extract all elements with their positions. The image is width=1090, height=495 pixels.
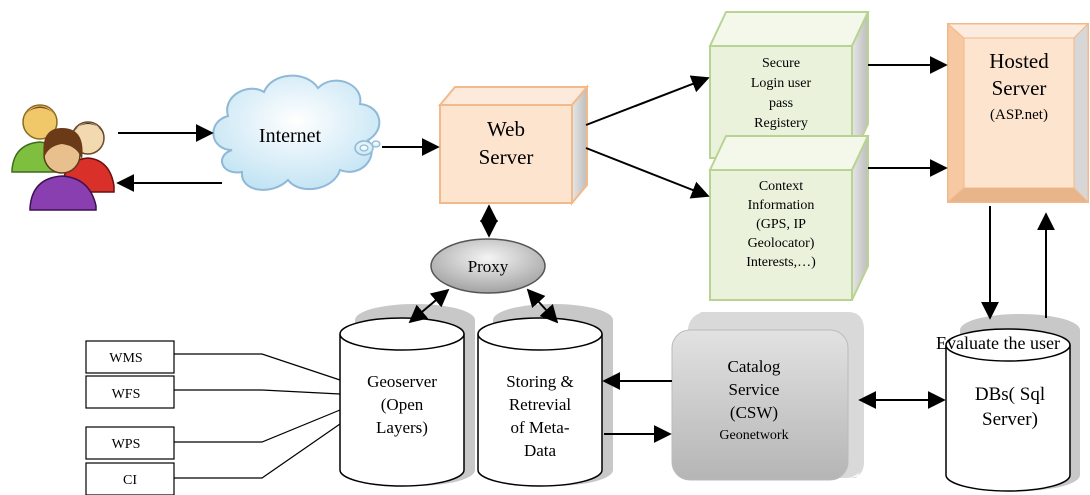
evaluate-user-label: Evaluate the user	[936, 333, 1060, 353]
proxy-node	[430, 238, 546, 294]
geoserver-line-1: Geoserver	[367, 372, 437, 391]
catalog-service-box	[671, 312, 864, 481]
web-server-label-2: Server	[479, 145, 534, 169]
secure-login-line-4: Registery	[754, 116, 808, 131]
storing-line-2: Retrevial	[509, 395, 572, 414]
catalog-line-4: Geonetwork	[719, 428, 788, 443]
storing-line-1: Storing &	[506, 372, 574, 391]
arrow-webserver-login	[585, 75, 710, 126]
geoserver-cylinder	[339, 304, 475, 487]
cloud-icon	[212, 74, 381, 191]
arrow-proxy-storing	[526, 288, 559, 324]
internet-label: Internet	[259, 125, 322, 147]
dbs-line-1: DBs( Sql	[975, 384, 1045, 405]
users-group-icon	[11, 104, 115, 211]
secure-login-line-1: Secure	[762, 56, 800, 71]
service-ci: CI	[123, 473, 137, 488]
storing-line-3: of Meta-	[510, 418, 569, 437]
web-server-label-1: Web	[487, 117, 525, 141]
dbs-cylinder	[945, 314, 1080, 492]
proxy-label: Proxy	[468, 257, 509, 276]
catalog-line-2: Service	[729, 380, 780, 399]
context-line-5: Interests,…)	[746, 255, 816, 270]
secure-login-line-2: Login user	[751, 76, 812, 91]
arrow-proxy-geoserver	[408, 288, 450, 324]
hosted-line-1: Hosted	[989, 49, 1049, 73]
context-line-1: Context	[759, 179, 803, 194]
hosted-server-box	[946, 22, 1090, 204]
storing-line-4: Data	[524, 441, 557, 460]
service-boxes	[85, 340, 175, 495]
service-wps: WPS	[112, 437, 141, 452]
hosted-line-2: Server	[992, 76, 1047, 100]
arrow-webserver-context	[585, 147, 710, 199]
secure-login-line-3: pass	[769, 96, 793, 111]
service-wfs: WFS	[112, 387, 141, 402]
context-line-4: Geolocator)	[748, 236, 815, 251]
geoserver-line-2: (Open	[381, 395, 424, 414]
geoserver-line-3: Layers)	[376, 418, 428, 437]
dbs-line-2: Server)	[982, 409, 1038, 430]
context-line-2: Information	[748, 198, 815, 213]
service-wms: WMS	[109, 351, 142, 366]
service-connector-lines	[174, 353, 341, 479]
context-info-box	[708, 135, 870, 301]
connectors	[116, 56, 1055, 443]
context-line-3: (GPS, IP	[756, 217, 806, 232]
web-server-box	[437, 84, 590, 206]
hosted-line-3: (ASP.net)	[990, 107, 1048, 123]
storing-cylinder	[477, 304, 613, 487]
catalog-line-3: (CSW)	[730, 403, 778, 422]
catalog-line-1: Catalog	[728, 357, 781, 376]
